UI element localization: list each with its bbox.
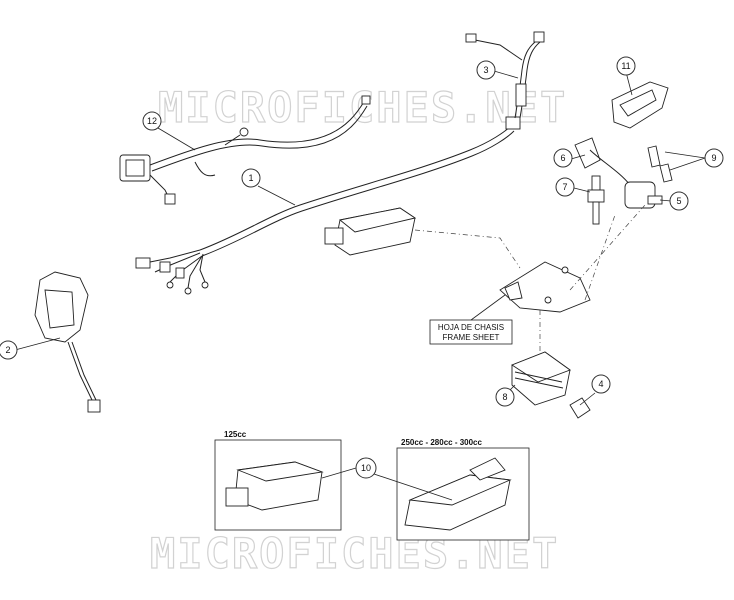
callout-8: 8 xyxy=(495,387,515,407)
svg-text:10: 10 xyxy=(361,463,371,473)
part-11-switch xyxy=(611,81,669,129)
callout-7: 7 xyxy=(555,177,575,197)
ignition-coil xyxy=(574,137,673,209)
callout-11: 11 xyxy=(616,56,636,76)
svg-text:5: 5 xyxy=(676,196,681,206)
cdi-unit xyxy=(324,207,417,256)
variant-label-250-300cc: 250cc - 280cc - 300cc xyxy=(401,438,483,447)
callout-5: 5 xyxy=(669,191,689,211)
variant-box-125cc: 125cc xyxy=(214,430,342,531)
frame-sheet-label: HOJA DE CHASIS FRAME SHEET xyxy=(429,294,513,345)
callout-10: 10 xyxy=(355,457,377,479)
svg-text:11: 11 xyxy=(621,61,630,71)
regulator xyxy=(511,351,571,406)
frame-sheet-label-es: HOJA DE CHASIS xyxy=(438,323,504,332)
svg-text:7: 7 xyxy=(562,182,567,192)
main-wiring-harness xyxy=(135,116,521,295)
svg-text:9: 9 xyxy=(711,153,716,163)
frame-plate xyxy=(499,261,591,313)
callout-1: 1 xyxy=(241,168,261,188)
callout-4: 4 xyxy=(591,374,611,394)
svg-text:8: 8 xyxy=(502,392,507,402)
handlebar-switch xyxy=(34,271,101,413)
svg-text:3: 3 xyxy=(483,65,488,75)
clip xyxy=(569,397,591,419)
svg-text:2: 2 xyxy=(5,345,10,355)
small-harness xyxy=(465,31,545,119)
watermark-top: MICROFICHES.NET xyxy=(158,83,567,132)
callout-2: 2 xyxy=(0,340,18,360)
svg-text:12: 12 xyxy=(147,116,157,126)
svg-text:4: 4 xyxy=(598,379,603,389)
svg-text:1: 1 xyxy=(248,173,253,183)
frame-sheet-label-en: FRAME SHEET xyxy=(443,333,500,342)
spark-plug xyxy=(587,175,605,225)
variant-box-250-300cc: 250cc - 280cc - 300cc xyxy=(396,438,530,541)
variant-label-125cc: 125cc xyxy=(224,430,247,439)
callout-3: 3 xyxy=(476,60,496,80)
svg-text:6: 6 xyxy=(560,153,565,163)
callout-9: 9 xyxy=(704,148,724,168)
sub-harness xyxy=(119,95,371,205)
callout-6: 6 xyxy=(553,148,573,168)
callout-12: 12 xyxy=(142,111,162,131)
